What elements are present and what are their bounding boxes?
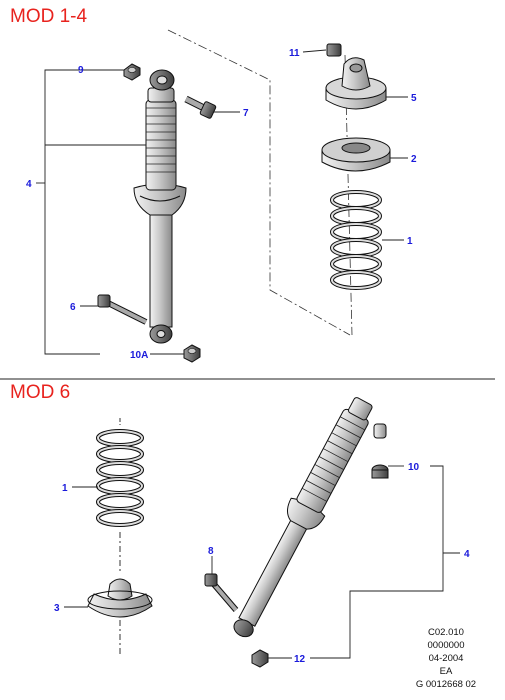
callout-12: 12 — [294, 654, 306, 665]
reference-number: 0000000 — [427, 640, 465, 651]
drawing-reference-block: C02.010 0000000 04-2004 EA G 0012668 02 — [401, 626, 491, 691]
nut-11 — [326, 43, 342, 57]
callouts-mod-1-4: 11 9 7 5 2 4 1 6 10A — [26, 48, 417, 361]
callouts-mod-6: 1 10 8 4 3 12 — [54, 462, 470, 665]
bolt-8 — [204, 573, 239, 612]
leader-lines-mod-1-4 — [36, 49, 408, 355]
callout-4-mod6: 4 — [464, 549, 470, 560]
leader-lines-mod-6 — [64, 465, 460, 659]
coil-spring-mod-6 — [96, 418, 144, 572]
callout-7: 7 — [243, 108, 249, 119]
callout-10: 10 — [408, 462, 420, 473]
nut-12 — [251, 649, 269, 668]
top-mount-5 — [325, 57, 387, 110]
top-bushing-mod-6 — [371, 423, 389, 479]
coil-spring-mod-1-4 — [330, 190, 382, 290]
callout-8: 8 — [208, 546, 214, 557]
callout-3: 3 — [54, 603, 60, 614]
callout-2: 2 — [411, 154, 417, 165]
callout-1: 1 — [407, 236, 413, 247]
section-title-mod-1-4: MOD 1-4 — [10, 6, 88, 27]
reference-code: C02.010 — [428, 627, 464, 638]
callout-5: 5 — [411, 93, 417, 104]
nut-10a — [183, 344, 201, 363]
bolt-7 — [184, 95, 217, 119]
callout-1-mod6: 1 — [62, 483, 68, 494]
reference-drawing-id: G 0012668 02 — [415, 679, 477, 690]
callout-9: 9 — [78, 65, 84, 76]
spring-seat-2 — [321, 137, 391, 172]
bolt-6 — [97, 294, 148, 325]
reference-region: EA — [439, 666, 453, 677]
nut-9 — [123, 63, 141, 81]
callout-10a: 10A — [130, 350, 148, 361]
reference-date: 04-2004 — [428, 653, 464, 664]
section-title-mod-6: MOD 6 — [10, 382, 71, 403]
callout-11: 11 — [289, 48, 300, 59]
shock-absorber-mod-1-4 — [133, 69, 187, 344]
shock-absorber-mod-6 — [233, 397, 373, 638]
callout-4: 4 — [26, 179, 32, 190]
spring-seat-3 — [87, 578, 153, 655]
assembly-guide-lines — [167, 29, 353, 336]
callout-6: 6 — [70, 302, 76, 313]
